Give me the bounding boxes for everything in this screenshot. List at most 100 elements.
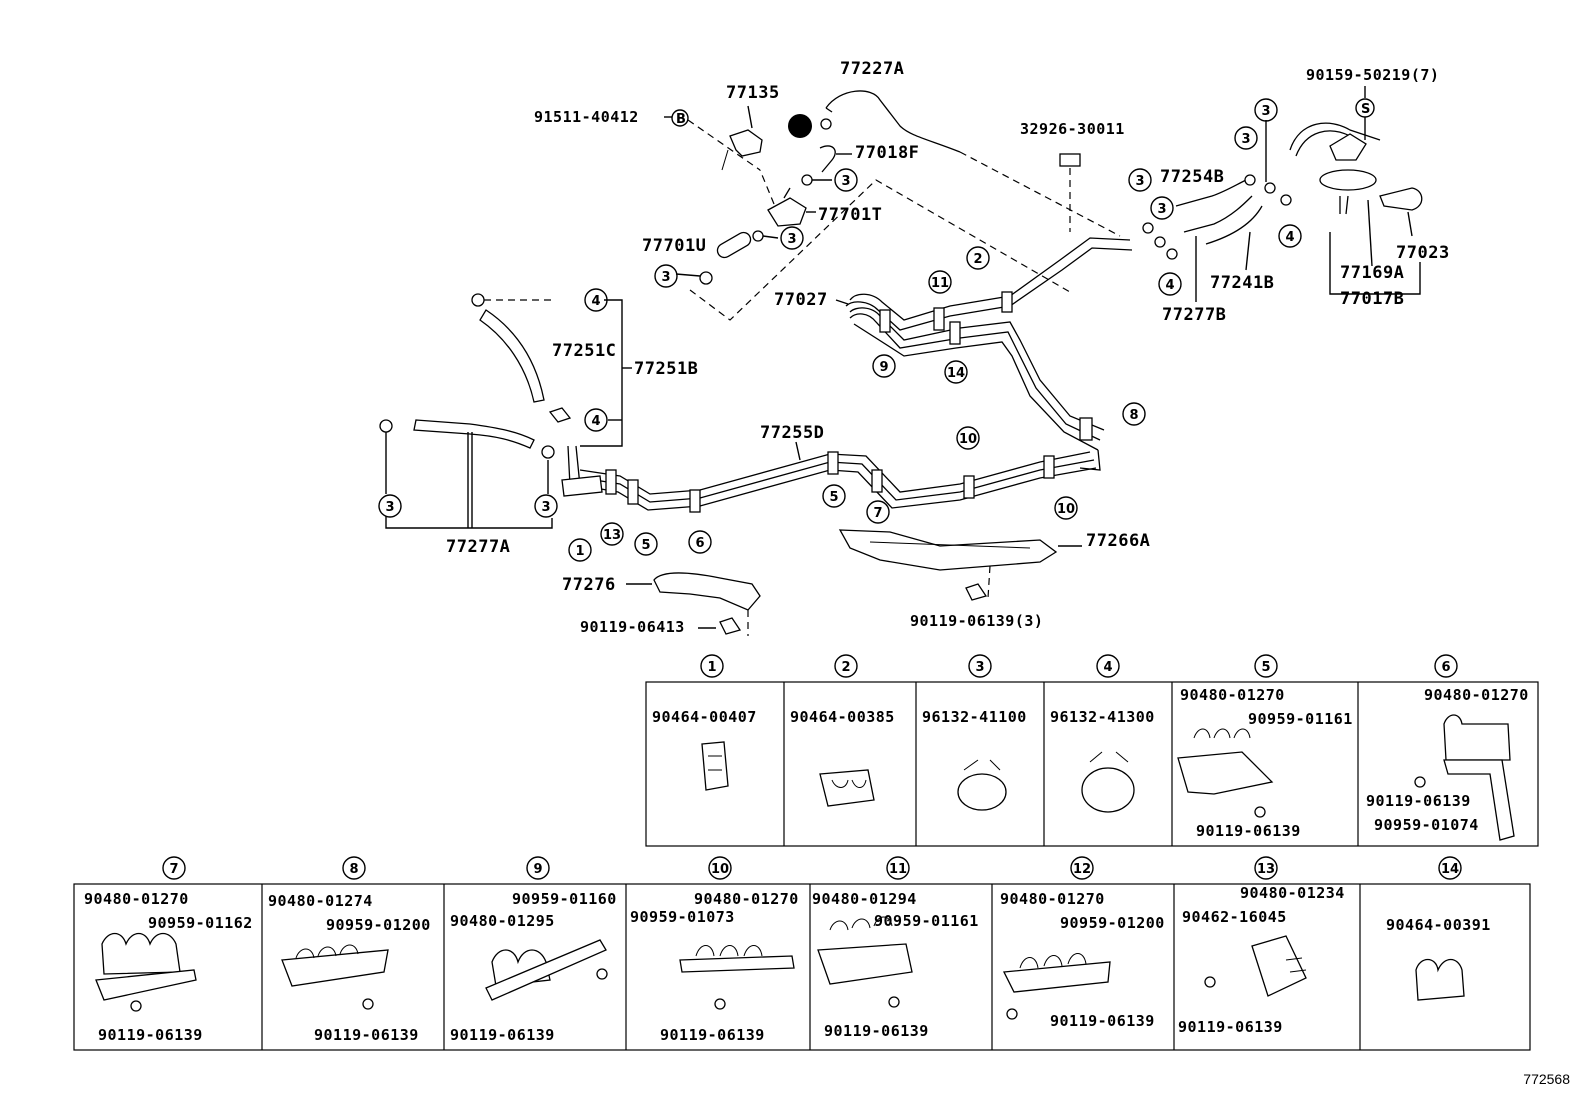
box-9-header-circle: [526, 856, 550, 880]
callout-3-0-text: 3: [841, 174, 850, 189]
callout-1-25-circle: [568, 538, 592, 562]
callout-4-11-circle: [1278, 224, 1302, 248]
valve-77701T: [767, 197, 807, 227]
box-7-part-90480-01270: 90480-01270: [84, 890, 189, 908]
callout-10-18-text: 10: [959, 432, 977, 447]
callout-3-3-text: 3: [1135, 174, 1144, 189]
box-13-part-90119-06139: 90119-06139: [1178, 1018, 1283, 1036]
callout-3-1: 3: [780, 226, 804, 250]
callout-7-21: 7: [866, 500, 890, 524]
box-13-header-circle: [1254, 856, 1278, 880]
box-2-part-90464-00385: 90464-00385: [790, 708, 895, 726]
label-90119-06413: 90119-06413: [580, 618, 685, 636]
label-77027: 77027: [774, 290, 828, 310]
callout-3-7-text: 3: [385, 500, 394, 515]
box-14-header-circle: [1438, 856, 1462, 880]
box-2-header-circle: [834, 654, 858, 678]
callout-3-3: 3: [1128, 168, 1152, 192]
callout-10-18-circle: [956, 426, 980, 450]
callout-4-9-text: 4: [591, 294, 600, 309]
callout-4-9-circle: [584, 288, 608, 312]
box-10-part-90119-06139: 90119-06139: [660, 1026, 765, 1044]
box-10-header: 10: [708, 856, 732, 880]
box-10-header-circle: [708, 856, 732, 880]
box-8-part-90119-06139: 90119-06139: [314, 1026, 419, 1044]
box-11-header-text: 11: [889, 862, 907, 877]
callout-8-17-text: 8: [1129, 408, 1138, 423]
callout-11-14: 11: [928, 270, 952, 294]
callout-3-6-text: 3: [1241, 132, 1250, 147]
callout-8-17-circle: [1122, 402, 1146, 426]
box-11-header-circle: [886, 856, 910, 880]
box-11-header: 11: [886, 856, 910, 880]
callout-11-14-circle: [928, 270, 952, 294]
box-12-header-text: 12: [1073, 862, 1091, 877]
callout-4-10: 4: [584, 408, 608, 432]
box-11-part-90959-01161: 90959-01161: [874, 912, 979, 930]
callout-14-16-text: 14: [947, 366, 965, 381]
label-77254B: 77254B: [1160, 167, 1224, 187]
callout-2-13-circle: [966, 246, 990, 270]
box-8-part-90959-01200: 90959-01200: [326, 916, 431, 934]
label-77255D: 77255D: [760, 423, 824, 443]
label-77169A: 77169A: [1340, 263, 1404, 283]
grommet-32926: [1059, 153, 1081, 167]
box-4-header-circle: [1096, 654, 1120, 678]
hose-77277A: [413, 419, 535, 449]
filter-77023: [1379, 187, 1423, 211]
callout-7-21-text: 7: [873, 506, 882, 521]
callout-3-6-circle: [1234, 126, 1258, 150]
box-3-part-96132-41100: 96132-41100: [922, 708, 1027, 726]
label-77701U: 77701U: [642, 236, 706, 256]
box-14-header: 14: [1438, 856, 1462, 880]
detail-grid-bottom: [73, 883, 1531, 1051]
box-14-part-90464-00391: 90464-00391: [1386, 916, 1491, 934]
callout-8-17: 8: [1122, 402, 1146, 426]
box-13-part-90462-16045: 90462-16045: [1182, 908, 1287, 926]
label-77276: 77276: [562, 575, 616, 595]
box-7-part-90959-01162: 90959-01162: [148, 914, 253, 932]
callout-5-20: 5: [822, 484, 846, 508]
callout-3-8: 3: [534, 494, 558, 518]
callout-3-4-circle: [1150, 196, 1174, 220]
callout-4-12-text: 4: [1165, 278, 1174, 293]
callout-14-16: 14: [944, 360, 968, 384]
callout-3-5: 3: [1254, 98, 1278, 122]
callout-10-19-circle: [1054, 496, 1078, 520]
label-77701T: 77701T: [818, 205, 882, 225]
box-1-header-circle: [700, 654, 724, 678]
label-77135: 77135: [726, 83, 780, 103]
filled-dot-marker: [788, 114, 812, 138]
callout-6-22-circle: [688, 530, 712, 554]
callout-1-25: 1: [568, 538, 592, 562]
callout-10-19-text: 10: [1057, 502, 1075, 517]
box-6-part-90119-06139: 90119-06139: [1366, 792, 1471, 810]
callout-3-4-text: 3: [1157, 202, 1166, 217]
callout-6-22: 6: [688, 530, 712, 554]
detail-box-labels: 190464-00407290464-00385396132-411004961…: [84, 654, 1528, 1044]
callout-4-10-circle: [584, 408, 608, 432]
box-3-header: 3: [968, 654, 992, 678]
protector-77266A: [838, 529, 1058, 571]
callout-B: B: [676, 112, 686, 127]
callout-4-12-circle: [1158, 272, 1182, 296]
box-1-part-90464-00407: 90464-00407: [652, 708, 757, 726]
box-5-part-90959-01161: 90959-01161: [1248, 710, 1353, 728]
label-90159-50219: 90159-50219(7): [1306, 66, 1439, 84]
box-5-part-90480-01270: 90480-01270: [1180, 686, 1285, 704]
callout-3-8-text: 3: [541, 500, 550, 515]
box-10-part-90959-01073: 90959-01073: [630, 908, 735, 926]
box-5-header: 5: [1254, 654, 1278, 678]
box-5-header-circle: [1254, 654, 1278, 678]
box-9-part-90959-01160: 90959-01160: [512, 890, 617, 908]
callout-14-16-circle: [944, 360, 968, 384]
callout-3-2-text: 3: [661, 270, 670, 285]
box-7-part-90119-06139: 90119-06139: [98, 1026, 203, 1044]
box-1-header: 1: [700, 654, 724, 678]
box-2-header-text: 2: [841, 660, 850, 675]
callout-3-2: 3: [654, 264, 678, 288]
callout-13-24-circle: [600, 522, 624, 546]
label-77266A: 77266A: [1086, 531, 1150, 551]
